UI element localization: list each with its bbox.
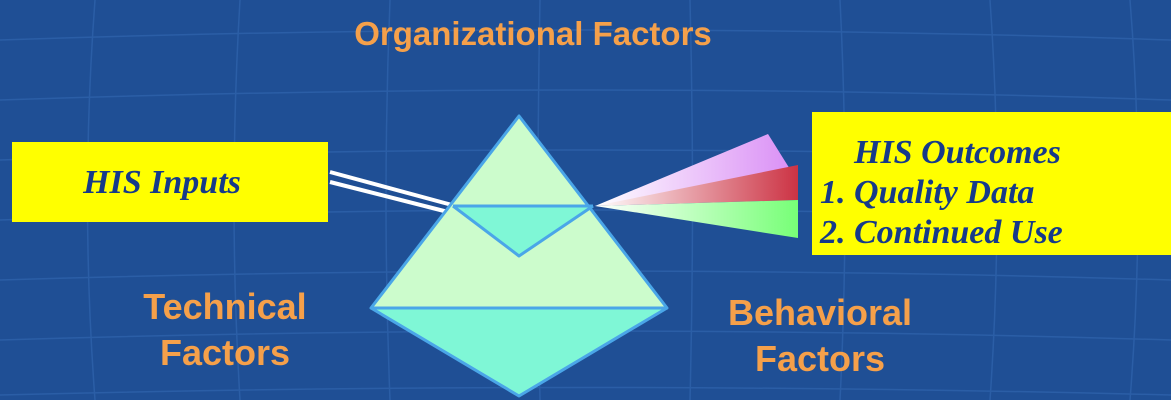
his-outcomes-title: HIS Outcomes	[854, 134, 1061, 171]
his-outcomes-box: HIS Outcomes 1. Quality Data 2. Continue…	[812, 112, 1171, 255]
output-rays	[595, 134, 798, 238]
pyramid-bottom	[371, 308, 667, 396]
behavioral-line-2: Factors	[754, 338, 886, 379]
pyramid-inner-triangle	[453, 206, 593, 256]
his-inputs-label: HIS Inputs	[83, 164, 241, 201]
behavioral-line-1: Behavioral	[727, 292, 913, 333]
technical-line-2: Factors	[159, 332, 291, 373]
outcome-item: 1. Quality Data	[820, 174, 1035, 211]
technical-factors-label: Technical Factors	[100, 284, 350, 376]
outcome-item: 2. Continued Use	[820, 214, 1063, 251]
organizational-factors-label: Organizational Factors	[354, 15, 712, 52]
behavioral-factors-label: Behavioral Factors	[690, 290, 950, 382]
input-beam	[329, 170, 453, 215]
his-inputs-box: HIS Inputs	[12, 142, 328, 222]
technical-line-1: Technical	[143, 286, 307, 327]
